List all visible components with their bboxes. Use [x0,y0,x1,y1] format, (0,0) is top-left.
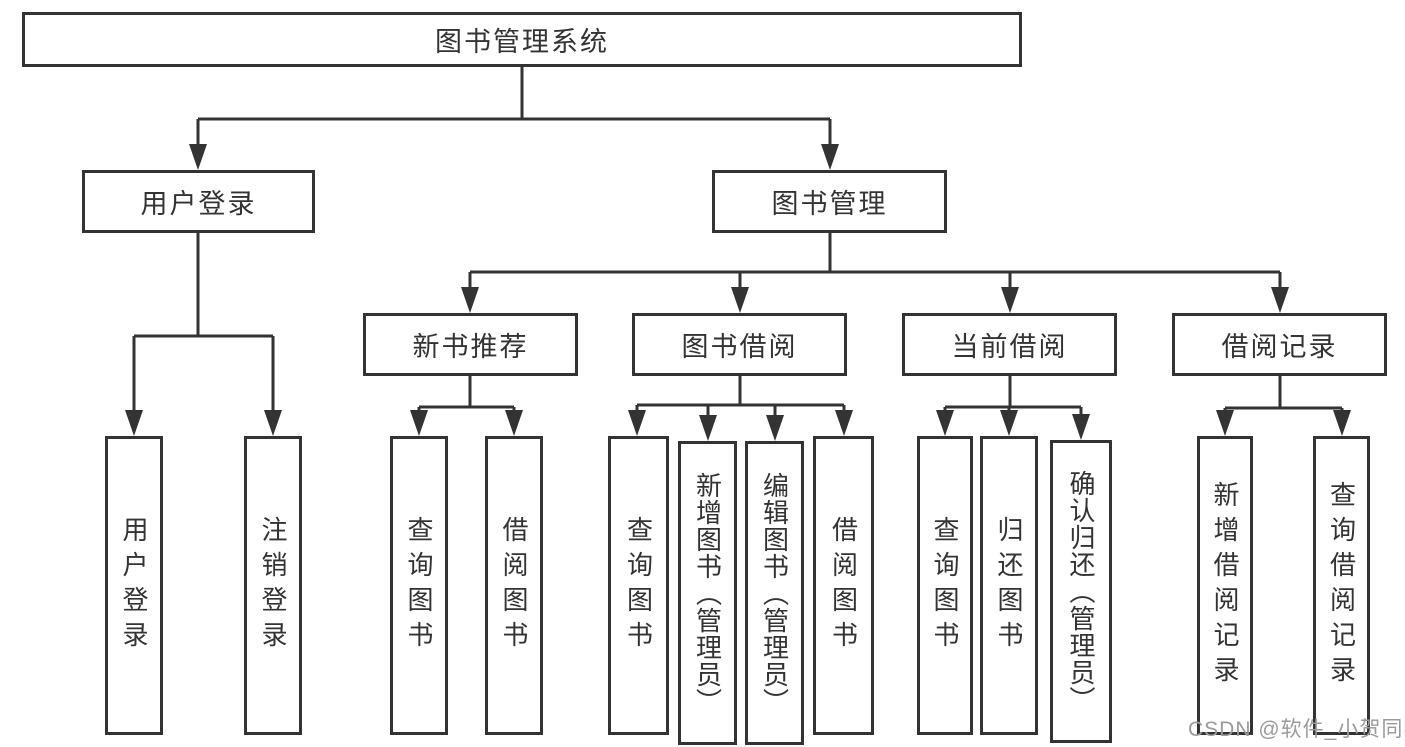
node-current-borrow: 当前借阅 [902,313,1117,376]
leaf-edit-book-admin: 编辑图书（管理员） [745,441,804,745]
node-library-management-system: 图书管理系统 [22,12,1022,67]
leaf-search-books-current: 查询图书 [917,436,973,735]
leaf-borrow-books-borrow: 借阅图书 [813,436,874,735]
leaf-search-books-borrow: 查询图书 [608,436,669,735]
node-book-borrow: 图书借阅 [632,313,847,376]
leaf-search-books-recommend: 查询图书 [390,436,448,735]
node-borrow-records: 借阅记录 [1172,313,1387,376]
node-book-management: 图书管理 [712,170,947,233]
node-user-login: 用户登录 [82,170,315,233]
leaf-logout: 注销登录 [244,436,302,735]
leaf-search-borrow-record: 查询借阅记录 [1313,436,1370,735]
leaf-user-login: 用户登录 [105,436,163,735]
leaf-borrow-books-recommend: 借阅图书 [485,436,543,735]
leaf-confirm-return-admin: 确认归还（管理员） [1050,440,1112,743]
node-new-book-recommend: 新书推荐 [363,313,578,376]
leaf-add-borrow-record: 新增借阅记录 [1197,436,1253,735]
leaf-return-book: 归还图书 [980,436,1038,735]
leaf-add-book-admin: 新增图书（管理员） [678,441,737,745]
csdn-watermark: CSDN @软件_小贺同学 [1188,718,1405,741]
